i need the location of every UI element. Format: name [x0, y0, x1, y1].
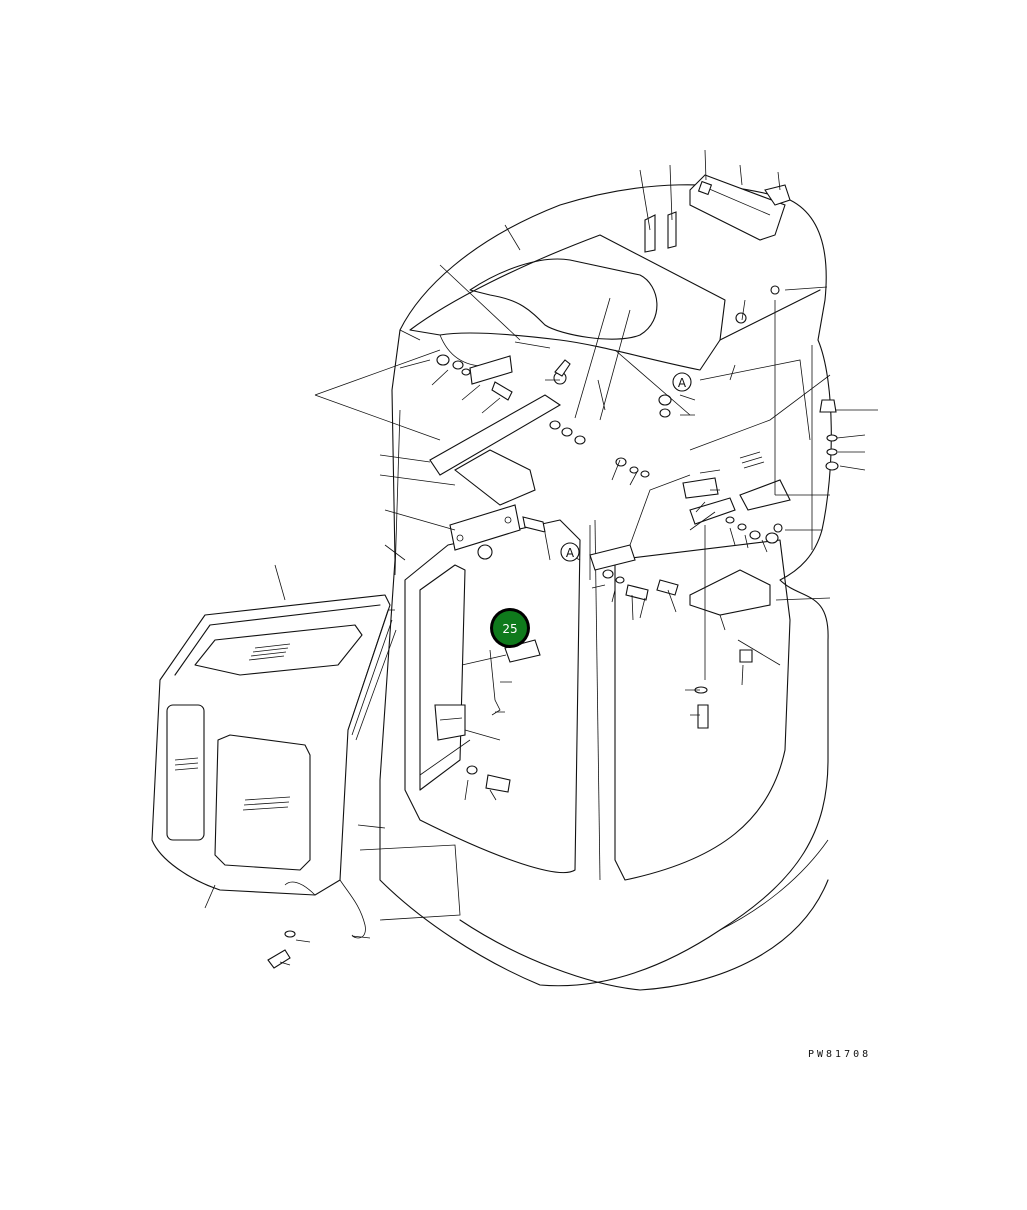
reference-mark-a-1-label: A [678, 376, 687, 390]
part-callout-25[interactable]: 25 [490, 608, 530, 648]
drawing-code: PW81708 [808, 1049, 872, 1060]
reference-mark-a-1: A [672, 372, 692, 392]
left-mount-bracket [429, 355, 562, 551]
leader-lines [204, 149, 878, 966]
reference-mark-a-2: A [560, 542, 580, 562]
hardware-parts [267, 285, 839, 969]
part-callout-25-number: 25 [502, 622, 517, 636]
side-panel-assembly [151, 451, 765, 939]
roof-handle [644, 174, 791, 253]
reference-mark-a-2-label: A [566, 546, 575, 560]
right-mount-bracket [589, 474, 791, 663]
